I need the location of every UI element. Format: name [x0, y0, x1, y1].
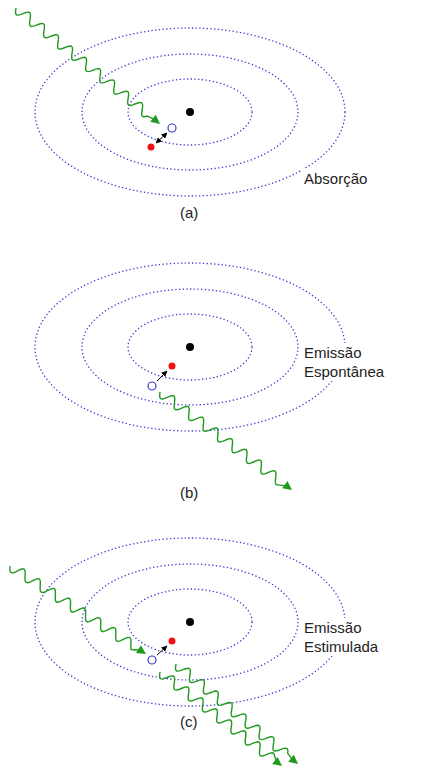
photon-head	[136, 645, 146, 654]
orbits	[35, 28, 345, 706]
photon-head	[150, 115, 160, 124]
photon-path	[160, 672, 277, 762]
photons	[10, 8, 298, 766]
process-label: Absorção	[302, 169, 369, 188]
photon-path	[176, 664, 293, 760]
photon-head	[288, 755, 298, 764]
process-label: Emissão Estimulada	[302, 618, 406, 656]
photon-head	[282, 481, 292, 490]
transition-arrows	[156, 133, 167, 655]
photon-wave	[10, 566, 146, 654]
photon-path	[10, 566, 140, 650]
photon-path	[16, 8, 155, 120]
photon-wave	[16, 8, 160, 124]
photon-path	[160, 392, 287, 486]
panel-letter: (a)	[178, 203, 200, 222]
photon-wave	[176, 664, 298, 764]
electrons	[148, 124, 177, 664]
photon-head	[272, 757, 282, 766]
photon-wave	[160, 672, 282, 766]
nucleus	[186, 108, 194, 626]
process-label: Emissão Espontânea	[302, 343, 406, 381]
panel-letter: (c)	[178, 712, 200, 731]
panel-letter: (b)	[178, 483, 200, 502]
photon-wave	[160, 392, 292, 490]
